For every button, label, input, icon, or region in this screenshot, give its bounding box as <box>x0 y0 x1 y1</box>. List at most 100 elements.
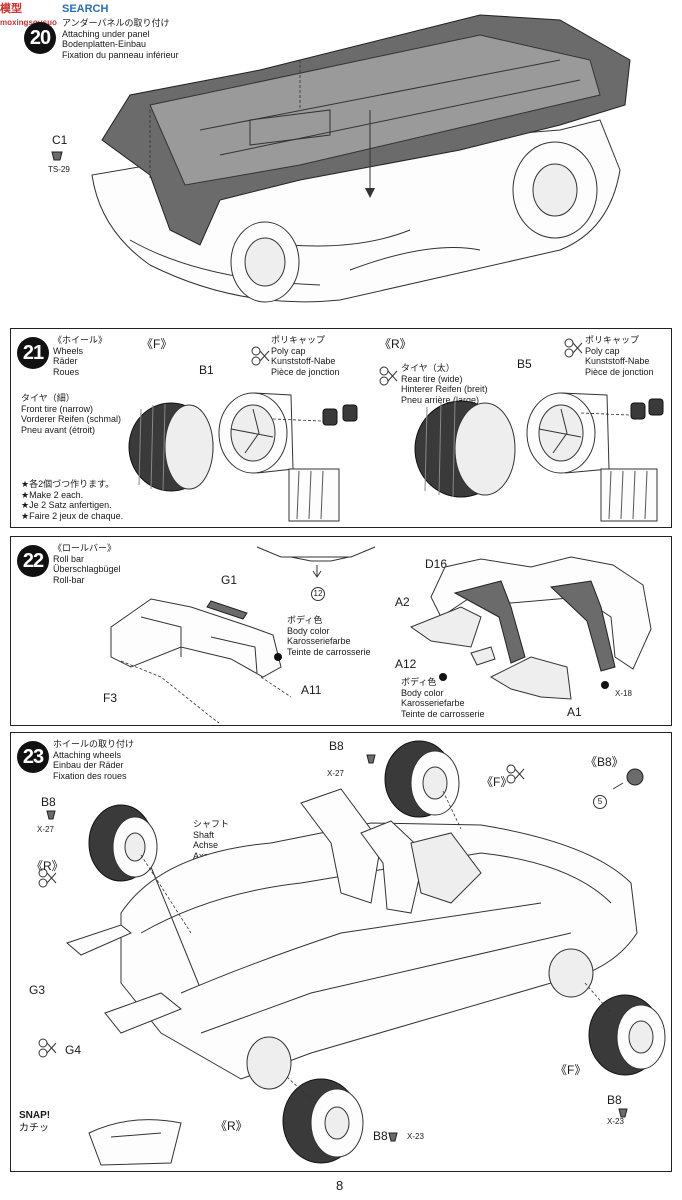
paint-x27-label: X-27 <box>37 825 54 834</box>
part-label-g4: G4 <box>65 1043 82 1057</box>
title-line: Roues <box>53 366 80 377</box>
title-line: 《ホイール》 <box>53 335 108 345</box>
page-number: 8 <box>336 1178 344 1193</box>
paint-x18-label: X-18 <box>615 689 632 698</box>
watermark: 模型 SEARCH moxingsousuo <box>0 0 108 28</box>
part-label-c1: C1 <box>52 133 68 147</box>
title-line: Attaching wheels <box>53 749 122 760</box>
body-color-line: Teinte de carrosserie <box>287 646 371 657</box>
title-line: Wheels <box>53 345 84 356</box>
part-label-b8: B8 <box>41 795 56 809</box>
rear-tag: 《R》 <box>379 337 412 351</box>
rear-tire-line: タイヤ（太） <box>401 363 455 373</box>
step-22-illustration <box>110 546 652 724</box>
step-21-illustration <box>128 338 664 522</box>
part-label-a2: A2 <box>395 595 410 609</box>
title-line: Einbau der Räder <box>53 760 124 770</box>
watermark-site: SEARCH <box>62 3 109 15</box>
cut-icon <box>38 1038 57 1058</box>
front-tire-line: Front tire (narrow) <box>21 403 94 414</box>
make-two-note: ★各2個づつ作ります。 ★Make 2 each. ★Je 2 Satz anf… <box>21 479 123 521</box>
step-title: 《ロールバー》 Roll bar Überschlagbügel Roll-ba… <box>53 543 121 585</box>
title-line: Roll bar <box>53 553 85 564</box>
rear-tag: 《R》 <box>215 1119 248 1133</box>
body-color-line: Karosseriefarbe <box>401 698 465 708</box>
title-line: Räder <box>53 356 78 366</box>
body-color-line: Body color <box>287 625 330 636</box>
snap-note: SNAP! カチッ <box>19 1109 50 1135</box>
part-label-b1: B1 <box>199 363 214 377</box>
part-label-b5: B5 <box>517 357 532 371</box>
front-tire-note: タイヤ（細） Front tire (narrow) Vorderer Reif… <box>21 393 121 435</box>
part-label-a12: A12 <box>395 657 417 671</box>
body-color-line: Karosseriefarbe <box>287 636 351 646</box>
rear-tag: 《R》 <box>31 859 64 873</box>
polycap-line: Kunststoff-Nabe <box>271 356 336 366</box>
step-number: 22 <box>17 545 49 577</box>
watermark-brand: 模型 <box>0 3 22 15</box>
polycap-line: ポリキャップ <box>271 335 326 345</box>
title-line: Überschlagbügel <box>53 564 121 574</box>
cut-icon <box>506 764 525 784</box>
part-label-b8: B8 <box>607 1093 622 1107</box>
polycap-line: ポリキャップ <box>585 335 640 345</box>
title-line: 《ロールバー》 <box>53 543 117 553</box>
title-line: ホイールの取り付け <box>53 739 135 749</box>
body-color-note-left: ボディ色 Body color Karosseriefarbe Teinte d… <box>287 615 371 657</box>
front-tire-line: タイヤ（細） <box>21 393 75 403</box>
rear-tire-note: タイヤ（太） Rear tire (wide) Hinterer Reifen … <box>401 363 488 405</box>
step-title: ホイールの取り付け Attaching wheels Einbau der Rä… <box>53 739 134 781</box>
cut-icon <box>379 366 398 386</box>
body-color-line: Body color <box>401 687 444 698</box>
rear-tire-line: Rear tire (wide) <box>401 373 463 384</box>
paint-x23-label: X-23 <box>407 1132 424 1141</box>
title-line: アンダーパネルの取り付け <box>62 18 170 28</box>
part-label-b8: B8 <box>329 739 344 753</box>
body-color-line: Teinte de carrosserie <box>401 708 485 719</box>
make-two-line: ★Faire 2 jeux de chaque. <box>21 510 124 521</box>
step-23-illustration <box>38 740 666 1166</box>
detail-callout-12: 12 <box>311 587 325 601</box>
body-color-line: ボディ色 <box>287 615 323 625</box>
rear-tire-line: Pneu arrière (large) <box>401 394 480 405</box>
screw-ts29-label: TS-29 <box>48 165 70 174</box>
part-label-b8: B8 <box>373 1129 388 1143</box>
shaft-line: Axe <box>193 850 209 861</box>
polycap-line: Kunststoff-Nabe <box>585 356 650 366</box>
cut-icon <box>251 346 270 366</box>
body-color-note-right: ボディ色 Body color Karosseriefarbe Teinte d… <box>401 677 485 719</box>
step-number: 20 <box>24 22 56 54</box>
front-tag: 《F》 <box>481 775 513 789</box>
paint-x23-label: X-23 <box>607 1117 624 1126</box>
make-two-line: ★各2個づつ作ります。 <box>21 479 115 489</box>
title-line: Fixation des roues <box>53 770 127 781</box>
step-21-panel: 21 《ホイール》 Wheels Räder Roues 《F》 《R》 B1 … <box>10 328 672 528</box>
part-label-a1: A1 <box>567 705 582 719</box>
snap-line: カチッ <box>19 1123 49 1134</box>
shaft-line: Achse <box>193 840 219 850</box>
front-tire-line: Vorderer Reifen (schmal) <box>21 414 122 424</box>
paint-x27-label: X-27 <box>327 769 344 778</box>
make-two-line: ★Je 2 Satz anfertigen. <box>21 500 112 510</box>
detail-callout-5: 5 <box>593 795 607 809</box>
front-tag: 《F》 <box>555 1063 587 1077</box>
polycap-line: Pièce de jonction <box>271 366 340 377</box>
polycap-line: Poly cap <box>271 345 306 356</box>
polycap-note-right: ポリキャップ Poly cap Kunststoff-Nabe Pièce de… <box>585 335 654 377</box>
polycap-note-left: ポリキャップ Poly cap Kunststoff-Nabe Pièce de… <box>271 335 340 377</box>
shaft-note: シャフト Shaft Achse Axe <box>193 819 229 861</box>
polycap-line: Poly cap <box>585 345 620 356</box>
body-color-line: ボディ色 <box>401 677 437 687</box>
part-label-f3: F3 <box>103 691 118 705</box>
step-20-illustration <box>51 14 631 303</box>
part-label-a11: A11 <box>301 683 322 697</box>
b8-detail-tag: 《B8》 <box>585 755 624 769</box>
step-22-panel: 22 《ロールバー》 Roll bar Überschlagbügel Roll… <box>10 536 672 726</box>
make-two-line: ★Make 2 each. <box>21 489 84 500</box>
step-title: 《ホイール》 Wheels Räder Roues <box>53 335 107 377</box>
step-number: 21 <box>17 337 49 369</box>
shaft-line: シャフト <box>193 819 230 829</box>
step-title: アンダーパネルの取り付け Attaching under panel Boden… <box>62 18 179 60</box>
watermark-domain: moxingsousuo <box>0 18 57 27</box>
part-label-g3: G3 <box>29 983 46 997</box>
